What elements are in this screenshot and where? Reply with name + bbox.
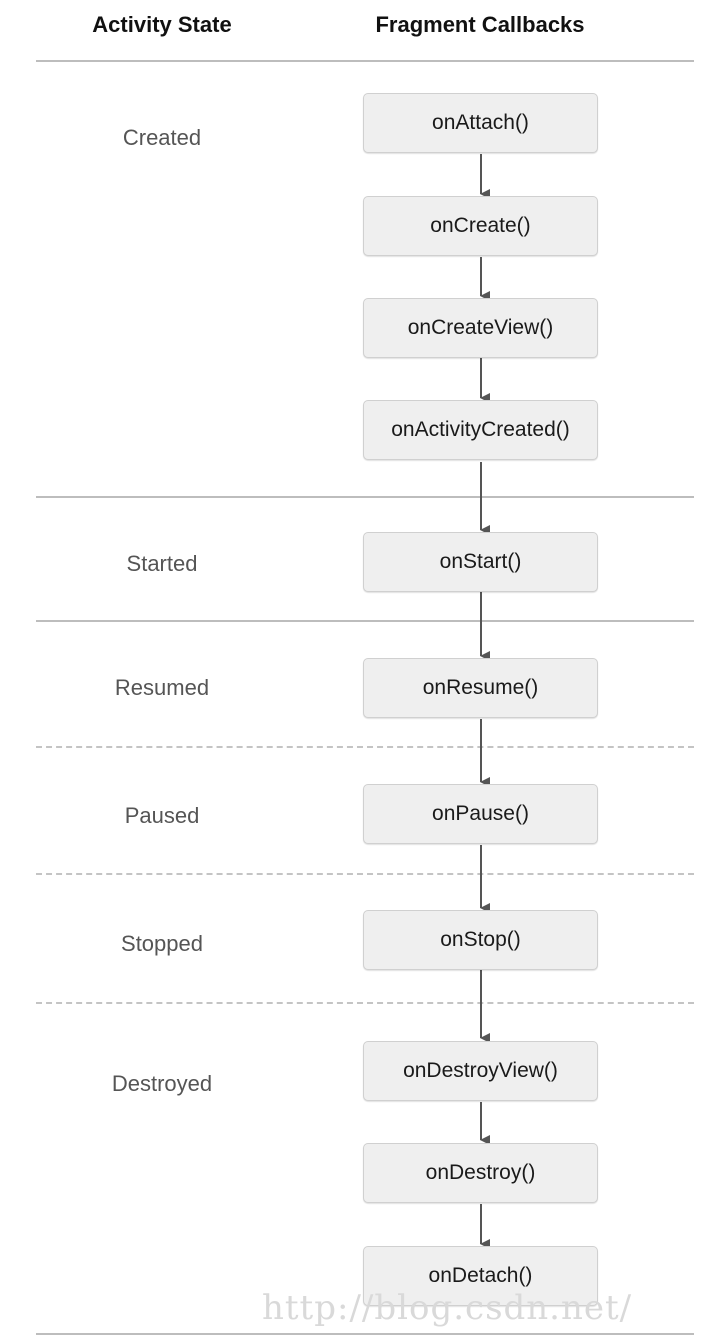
bottom-divider (36, 1333, 694, 1335)
state-stopped: Stopped (121, 931, 203, 956)
divider-paused-stopped (36, 873, 694, 875)
state-paused: Paused (124, 803, 200, 828)
watermark-text: http://blog.csdn.net/ (262, 1288, 633, 1328)
callback-onresume[interactable]: onResume() (363, 658, 598, 718)
callback-ondestroyview[interactable]: onDestroyView() (363, 1041, 598, 1101)
state-destroyed: Destroyed (111, 1071, 213, 1096)
callback-oncreateview[interactable]: onCreateView() (363, 298, 598, 358)
divider-started-resumed (36, 620, 694, 622)
divider-created-started (36, 496, 694, 498)
divider-stopped-destroyed (36, 1002, 694, 1004)
callback-onstart[interactable]: onStart() (363, 532, 598, 592)
callback-onattach[interactable]: onAttach() (363, 93, 598, 153)
state-created: Created (122, 125, 202, 150)
state-resumed: Resumed (114, 675, 210, 700)
callback-oncreate[interactable]: onCreate() (363, 196, 598, 256)
header-divider (36, 60, 694, 62)
state-started: Started (126, 551, 198, 576)
fragment-callbacks-header: Fragment Callbacks (375, 12, 585, 37)
callback-ondetach[interactable]: onDetach() (363, 1246, 598, 1306)
callback-onactivitycreated[interactable]: onActivityCreated() (363, 400, 598, 460)
callback-ondestroy[interactable]: onDestroy() (363, 1143, 598, 1203)
activity-state-header: Activity State (92, 12, 232, 37)
callback-onstop[interactable]: onStop() (363, 910, 598, 970)
divider-resumed-paused (36, 746, 694, 748)
callback-onpause[interactable]: onPause() (363, 784, 598, 844)
